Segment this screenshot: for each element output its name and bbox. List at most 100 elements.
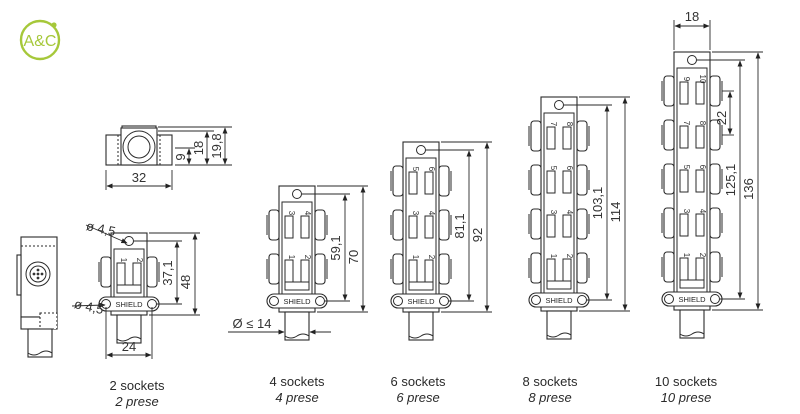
socket-number: 4 [698, 209, 707, 214]
socket-number: 5 [549, 166, 558, 171]
logo-ring [19, 19, 61, 61]
socket-side-right [438, 165, 450, 197]
ac-logo: A&C [19, 19, 61, 61]
shield-label: SHIELD [115, 300, 143, 309]
socket-number: 2 [565, 254, 574, 259]
socket-window [424, 171, 434, 195]
socket-side-right [314, 253, 326, 285]
mounting-hole-bottom [664, 294, 674, 304]
socket-side-right [709, 119, 721, 151]
socket-side-left [268, 253, 280, 285]
socket-window [546, 214, 556, 238]
caption-it: 8 prese [528, 390, 572, 405]
shield-label: SHIELD [545, 296, 573, 305]
socket-window [695, 81, 705, 105]
leader-hole-bottom [71, 302, 106, 308]
label-plate [116, 284, 142, 294]
socket-side-left [530, 164, 542, 196]
dim-label-pitch: 22 [714, 111, 729, 125]
shield-label: SHIELD [407, 297, 435, 306]
dim-label-hole-spacing: 81,1 [452, 213, 467, 238]
socket-window [695, 169, 705, 193]
connector-body [540, 96, 578, 312]
cable-break [27, 350, 53, 356]
top-view-socket-inner [127, 135, 151, 159]
socket-number: 3 [287, 211, 296, 216]
socket-number: 3 [411, 211, 420, 216]
socket-window [546, 126, 556, 150]
side-view-bracket [39, 312, 58, 330]
label-plate [284, 281, 310, 291]
cable [116, 314, 142, 344]
socket-number: 4 [565, 210, 574, 215]
mounting-hole-bottom [577, 295, 587, 305]
mounting-hole-top [292, 189, 302, 199]
label-plate [679, 279, 705, 289]
socket-side-left [392, 209, 404, 241]
dim-label-height: 70 [346, 250, 361, 264]
socket-number: 1 [287, 255, 296, 260]
socket-number: 1 [682, 253, 691, 258]
socket-side-right [709, 163, 721, 195]
side-view [16, 236, 58, 358]
dim-label-hole-spacing: 103,1 [590, 187, 605, 220]
pin [32, 272, 36, 276]
socket-window [679, 81, 689, 105]
socket-side-left [663, 207, 675, 239]
dim-label-height: 136 [741, 178, 756, 200]
socket-number: 6 [698, 165, 707, 170]
caption-it: 4 prese [275, 390, 319, 405]
socket-side-right [709, 207, 721, 239]
shield-label: SHIELD [678, 295, 706, 304]
dim-label-9: 9 [173, 153, 188, 160]
socket-window [679, 125, 689, 149]
socket-number: 3 [682, 209, 691, 214]
socket-window [695, 213, 705, 237]
socket-window [546, 170, 556, 194]
caption-en: 10 sockets [654, 374, 718, 389]
cable-break [284, 333, 310, 339]
connector-body [278, 185, 316, 313]
side-view-flange [16, 254, 22, 296]
mounting-hole-bottom [393, 296, 403, 306]
socket-side-left [663, 163, 675, 195]
socket-number: 2 [698, 253, 707, 258]
socket-number: 6 [427, 167, 436, 172]
socket-window [408, 171, 418, 195]
cable-break [408, 333, 434, 339]
shield-label: SHIELD [283, 297, 311, 306]
socket-number: 7 [549, 122, 558, 127]
cable [284, 311, 310, 341]
mounting-hole-bottom [439, 296, 449, 306]
socket-number: 2 [135, 258, 144, 263]
cable [408, 311, 434, 341]
dim-label-width: 18 [685, 9, 699, 24]
dim-label-19-8: 19,8 [209, 133, 224, 158]
socket-number: 1 [549, 254, 558, 259]
socket-number: 7 [682, 121, 691, 126]
socket-number: 1 [119, 258, 128, 263]
socket-number: 1 [411, 255, 420, 260]
socket-side-left [663, 75, 675, 107]
top-view: 32 9 18 19,8 [105, 125, 232, 190]
pin [40, 272, 44, 276]
pin [36, 276, 40, 280]
dim-label-18: 18 [191, 141, 206, 155]
socket-side-left [392, 165, 404, 197]
socket-side-right [438, 253, 450, 285]
label-plate [408, 281, 434, 291]
cable [546, 310, 572, 340]
dim-label-32: 32 [132, 170, 146, 185]
socket-side-right [576, 164, 588, 196]
socket-side-left [663, 251, 675, 283]
dim-label-hole-spacing: 59,1 [328, 235, 343, 260]
dim-label-height: 114 [608, 202, 623, 223]
